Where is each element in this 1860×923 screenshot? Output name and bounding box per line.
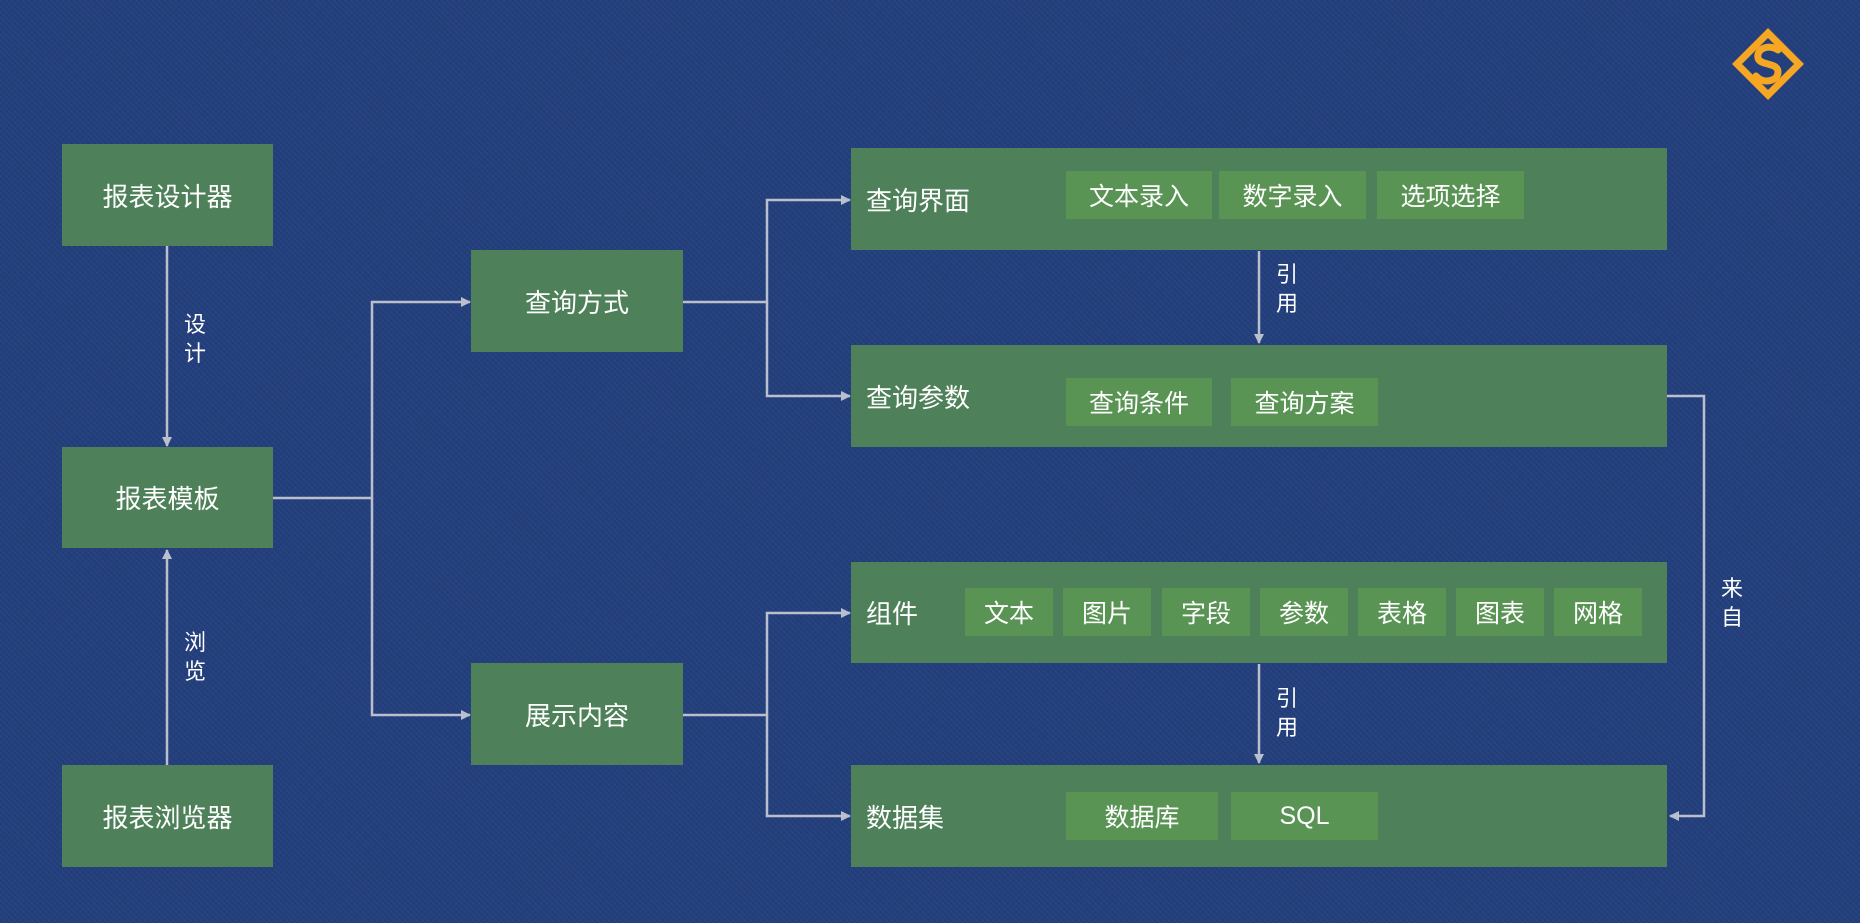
chip-text-input: 文本录入 xyxy=(1066,171,1212,219)
chip-sql: SQL xyxy=(1231,792,1378,840)
chip-database: 数据库 xyxy=(1066,792,1218,840)
edge-label-char: 引 xyxy=(1275,263,1298,288)
panel-dataset: 数据集 数据库 SQL xyxy=(851,765,1667,867)
panel-label: 数据集 xyxy=(866,803,945,834)
node-report-browser: 报表浏览器 xyxy=(62,765,273,867)
panel-label: 查询界面 xyxy=(866,186,971,217)
edge-label-char: 引 xyxy=(1275,687,1298,712)
chip-chart: 图表 xyxy=(1456,588,1544,636)
edge-display-to-dataset xyxy=(765,715,851,821)
panel-query-ui: 查询界面 文本录入 数字录入 选项选择 xyxy=(851,148,1667,250)
edge-label-char: 设 xyxy=(183,313,206,338)
panel-components: 组件 文本 图片 字段 参数 表格 图表 网格 xyxy=(851,562,1667,663)
edge-label-char: 浏 xyxy=(183,631,206,656)
node-report-template: 报表模板 xyxy=(62,447,273,548)
panel-query-params: 查询参数 查询条件 查询方案 xyxy=(851,345,1667,447)
edge-label-char: 来 xyxy=(1720,577,1743,602)
edge-query-to-ui xyxy=(683,195,851,304)
panel-label: 组件 xyxy=(866,600,919,630)
edge-query-to-params xyxy=(765,302,851,401)
edge-label-char: 自 xyxy=(1720,606,1743,631)
edge-label-char: 览 xyxy=(183,660,206,685)
edge-label-browse: 浏 览 xyxy=(180,629,210,687)
panel-label: 查询参数 xyxy=(866,383,971,414)
chip-query-condition: 查询条件 xyxy=(1066,378,1212,426)
edge-label-char: 计 xyxy=(183,342,206,367)
edge-display-to-components xyxy=(683,608,851,717)
edge-label-char: 用 xyxy=(1275,292,1298,317)
edge-label-reference-2: 引 用 xyxy=(1272,685,1302,743)
brand-logo-icon xyxy=(1732,28,1804,100)
edge-label-char: 用 xyxy=(1275,716,1298,741)
edge-template-to-display xyxy=(370,498,471,720)
chip-query-scheme: 查询方案 xyxy=(1231,378,1378,426)
chip-option-select: 选项选择 xyxy=(1377,171,1524,219)
chip-table: 表格 xyxy=(1358,588,1446,636)
node-report-designer: 报表设计器 xyxy=(62,144,273,246)
chip-grid: 网格 xyxy=(1554,588,1642,636)
edge-label-reference-1: 引 用 xyxy=(1272,261,1302,319)
node-display-content: 展示内容 xyxy=(471,663,683,765)
chip-text: 文本 xyxy=(965,588,1053,636)
chip-parameter: 参数 xyxy=(1260,588,1348,636)
chip-image: 图片 xyxy=(1063,588,1151,636)
chip-field: 字段 xyxy=(1162,588,1250,636)
edge-template-to-query xyxy=(273,297,471,500)
node-query-method: 查询方式 xyxy=(471,250,683,352)
edge-label-from: 来 自 xyxy=(1717,575,1747,633)
edge-from xyxy=(1667,394,1706,821)
edge-label-design: 设 计 xyxy=(180,311,210,369)
chip-number-input: 数字录入 xyxy=(1219,171,1366,219)
